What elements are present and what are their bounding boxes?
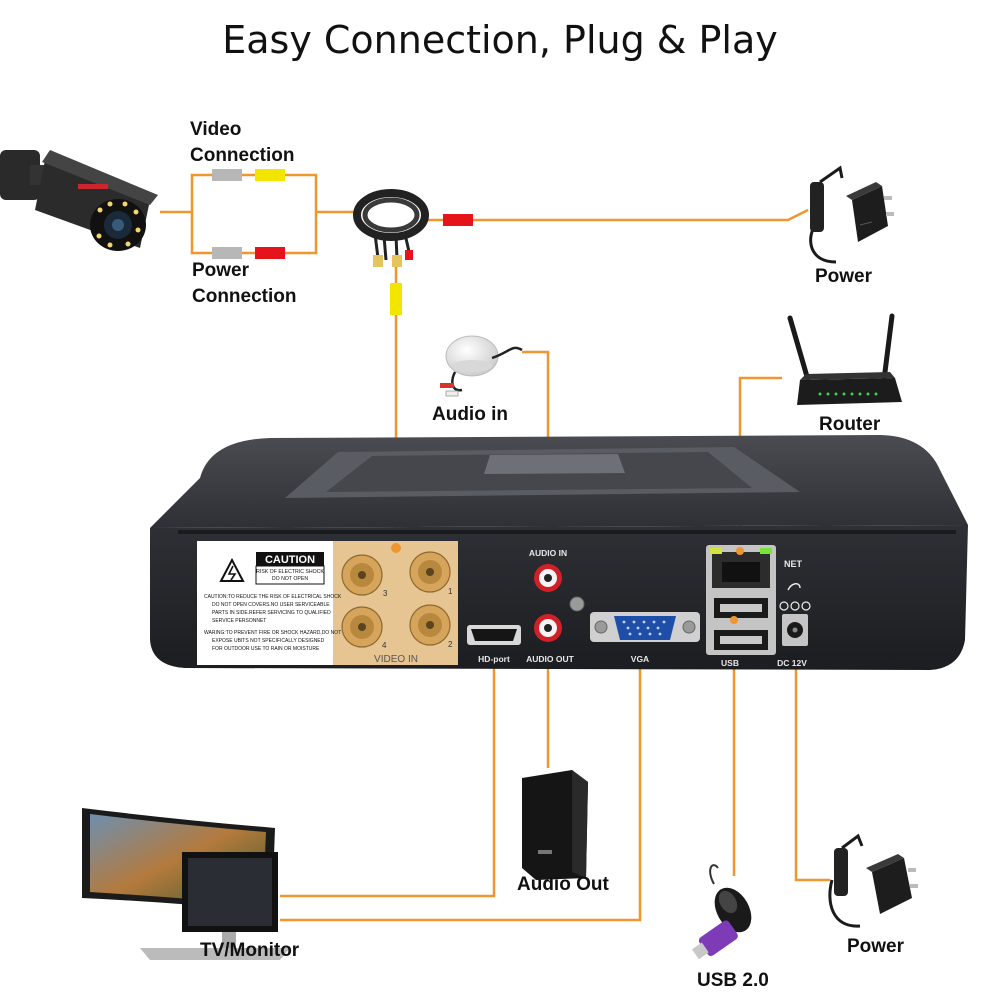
bnc-number: 3 [383, 589, 388, 598]
page-title: Easy Connection, Plug & Play [222, 18, 778, 62]
router-label: Router [819, 414, 881, 435]
power-adapter-icon [809, 165, 894, 264]
video-connection-label: Video Connection [190, 117, 295, 169]
vga-port-label: VGA [631, 654, 649, 664]
power-connection-label-line: Power Connection [192, 260, 297, 307]
tv-monitor-label: TV/Monitor [200, 940, 300, 961]
dc-power-jack [779, 583, 811, 646]
audio-in-port-label: AUDIO IN [529, 548, 567, 558]
warning-line: DO NOT OPEN COVERS.NO USER SERVICEABLE [212, 602, 330, 608]
cctv-bullet-camera-icon [0, 150, 158, 251]
rca-audio-out-jack [534, 614, 562, 642]
warning-line: SERVICE PERSONNET [212, 618, 266, 624]
caution-title: CAUTION [265, 554, 315, 566]
panel-text: CAUTION RISK OF ELECTRIC SHOCK DO NOT OP… [204, 548, 807, 668]
speaker-icon [522, 770, 588, 880]
power-bottom-label: Power [847, 936, 905, 957]
power-top-label: Power [815, 266, 873, 287]
dc-port-label: DC 12V [777, 658, 807, 668]
caution-sub1: RISK OF ELECTRIC SHOCK [256, 569, 324, 575]
warning-line: PARTS IN SIDE.REFER SERVICING TO QUALIFI… [212, 610, 331, 616]
network-usb-block [706, 545, 776, 655]
wire-cable-power [425, 208, 809, 222]
warning-line: CAUTION:TO REDUCE THE RISK OF ELECTRICAL… [204, 594, 342, 600]
bnc-number: 2 [448, 640, 453, 649]
power-connection-label: Power Connection [192, 258, 297, 310]
video-in-label: VIDEO IN [374, 654, 418, 665]
audio-out-label: Audio Out [517, 874, 609, 895]
hdmi-port [467, 625, 521, 645]
warning-line: WARING:TO PREVENT FIRE OR SHOCK HAZARD,D… [204, 630, 341, 636]
bnc-number: 1 [448, 587, 453, 596]
net-port-label: NET [784, 559, 803, 569]
vga-port [590, 612, 700, 642]
coiled-cable-icon [353, 189, 429, 267]
caution-sub2: DO NOT OPEN [272, 576, 308, 582]
usb-label: USB 2.0 [697, 970, 769, 991]
microphone-icon [440, 335, 523, 397]
wire-hdmi [280, 640, 496, 898]
usb-mouse-drive-icon [692, 864, 752, 960]
video-in-panel [333, 541, 458, 665]
wire-camera-power [190, 212, 318, 255]
warning-line: FOR OUTDOOR USE TO RAIN OR MOISTURE [212, 646, 320, 652]
wifi-router-icon [787, 313, 902, 405]
power-adapter-icon [828, 833, 918, 928]
audio-in-label: Audio in [432, 404, 508, 425]
wire-camera-video [160, 173, 318, 214]
wire-vga [280, 640, 642, 922]
caution-label [197, 541, 333, 665]
video-connection-label-line: Video Connection [190, 119, 295, 166]
wire-dc-power [794, 640, 830, 882]
hd-port-label: HD-port [478, 654, 510, 664]
rca-audio-in-jack [534, 564, 562, 592]
warning-line: EXPOSE UBITS NOT SPECIFICALLY DESIGNED [212, 638, 325, 644]
bnc-number: 4 [382, 641, 387, 650]
usb-port-label: USB [721, 658, 739, 668]
tv-monitor-icon [82, 808, 290, 960]
audio-out-port-label: AUDIO OUT [526, 654, 575, 664]
